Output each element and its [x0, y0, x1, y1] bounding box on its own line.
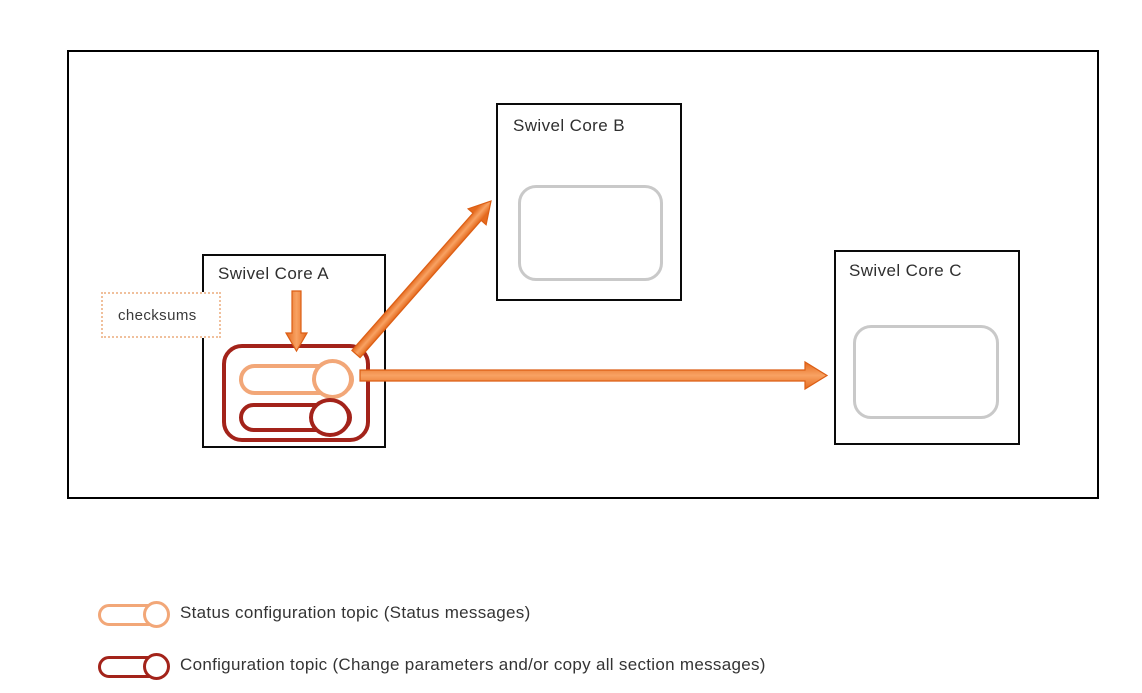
checksums-label: checksums: [118, 306, 197, 324]
node-core-a-label: Swivel Core A: [218, 264, 330, 283]
legend-status-toggle-knob: [143, 601, 170, 628]
node-core-b: Swivel Core B: [496, 103, 682, 301]
legend-config-toggle-knob: [143, 653, 170, 680]
core-b-empty-topic-placeholder: [518, 185, 663, 281]
checksums-callout: checksums: [101, 292, 221, 338]
node-core-c: Swivel Core C: [834, 250, 1020, 445]
node-core-b-label: Swivel Core B: [513, 116, 625, 135]
core-c-empty-topic-placeholder: [853, 325, 999, 419]
status-topic-toggle-knob: [312, 359, 353, 399]
config-topic-toggle-knob: [309, 398, 351, 437]
legend-config-label: Configuration topic (Change parameters a…: [180, 655, 766, 674]
node-core-a: Swivel Core A: [202, 254, 386, 448]
node-core-c-label: Swivel Core C: [849, 261, 962, 280]
legend-status-label: Status configuration topic (Status messa…: [180, 603, 531, 622]
